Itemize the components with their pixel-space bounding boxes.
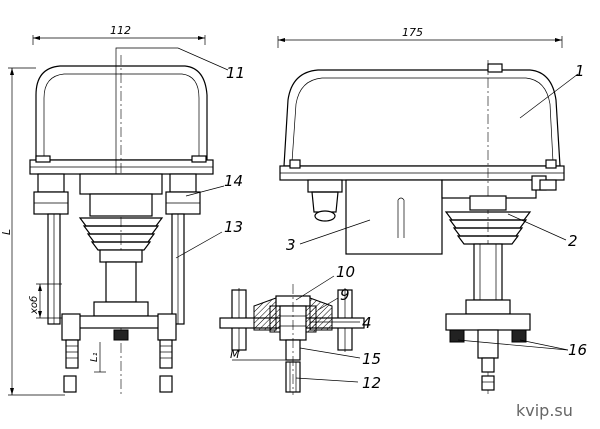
dimension-height [8,67,65,396]
callout-15: 15 [362,350,381,368]
cover-left [35,65,208,161]
callout-3: 3 [286,236,296,254]
callout-12: 12 [362,374,381,392]
callout-9: 9 [340,286,350,304]
dimension-label-175: 175 [402,26,423,39]
callout-2: 2 [568,232,578,250]
dimension-width-right [277,36,563,48]
dimension-label-l1: L₁ [89,352,100,362]
callout-4: 4 [362,314,372,332]
callout-11: 11 [226,64,245,82]
cover-right [283,69,561,167]
callout-13: 13 [224,218,243,236]
dimension-label-112: 112 [110,24,131,37]
watermark: kvip.su [516,401,573,420]
callout-m: M [230,348,240,361]
callout-1: 1 [575,62,585,80]
bellows-right [444,211,532,245]
dimension-label-l: L [0,229,13,235]
callout-10: 10 [336,263,355,281]
dimension-stroke [36,283,62,319]
dimension-label-stroke: хоб [28,296,40,315]
callout-16: 16 [568,341,587,359]
left-view: 112 L [0,24,229,396]
callout-14: 14 [224,172,243,190]
coupling-detail [219,275,365,395]
bellows-left [78,217,164,251]
electronics-box [345,179,443,255]
right-view: 175 [277,26,579,395]
dimension-width-left [32,35,206,45]
